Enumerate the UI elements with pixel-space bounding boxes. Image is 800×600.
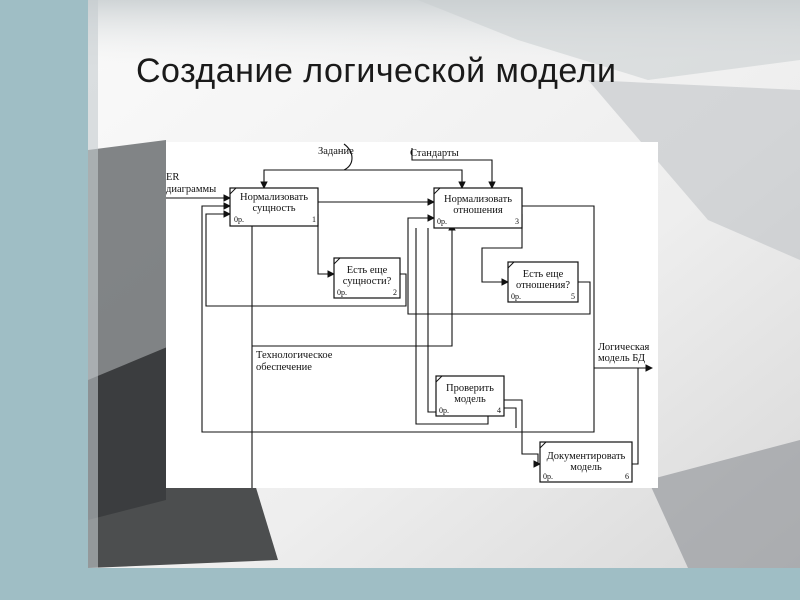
control-task-label: Задание [318,146,354,157]
block-3-label-line2: отношения [453,205,503,216]
input-er-label-line2: диаграммы [166,184,216,195]
block-3-number: 3 [515,217,519,226]
block-3-label: Нормализовать [444,194,512,205]
block-5-label: Есть еще [523,269,564,280]
control-standards-label: Стандарты [410,148,459,159]
block-4-number: 4 [497,406,501,415]
block-4-cost: 0р. [439,406,449,415]
input-er-label: ER [166,172,179,183]
output-label: Логическая [598,342,650,353]
block-6-label: Документировать [547,451,626,462]
block-2-cost: 0р. [337,288,347,297]
block-6-label-line2: модель [570,462,602,473]
block-6-cost: 0р. [543,472,553,481]
block-1-cost: 0р. [234,215,244,224]
block-3-cost: 0р. [437,217,447,226]
output-label-line2: модель БД [598,353,645,364]
block-5-cost: 0р. [511,292,521,301]
block-2-label: Есть еще [347,265,388,276]
block-2-label-line2: сущности? [343,276,392,287]
mechanism-label-line2: обеспечение [256,362,312,373]
block-6-number: 6 [625,472,629,481]
block-5-label-line2: отношения? [516,280,570,291]
mechanism-label: Технологическое [256,350,333,361]
block-4-label: Проверить [446,383,494,394]
block-2-number: 2 [393,288,397,297]
block-1-label-line2: сущность [252,203,295,214]
block-5-number: 5 [571,292,575,301]
idef0-diagram: Задание Стандарты ER диаграммы Технологи… [166,142,658,488]
block-1-number: 1 [312,215,316,224]
block-1-label: Нормализовать [240,192,308,203]
slide-title: Создание логической модели [136,52,617,90]
slide: Создание логической модели [88,0,800,568]
block-4-label-line2: модель [454,394,486,405]
